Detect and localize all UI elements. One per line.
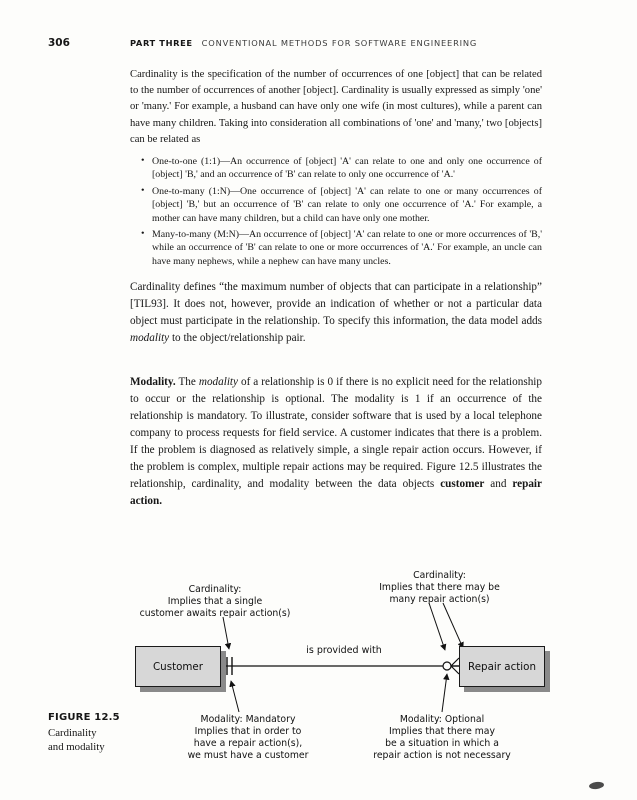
figure-caption: FIGURE 12.5 Cardinality and modality <box>48 712 128 754</box>
part-title: CONVENTIONAL METHODS FOR SOFTWARE ENGINE… <box>201 38 478 48</box>
entity-customer: Customer <box>135 646 221 687</box>
running-header: 306 PART THREE CONVENTIONAL METHODS FOR … <box>48 37 597 49</box>
annotation-cardinality-many: Cardinality: Implies that there may be m… <box>379 570 500 606</box>
list-item-text: One-to-one (1:1)—An occurrence of [objec… <box>152 156 542 181</box>
list-item-many-to-many: • Many-to-many (M:N)—An occurrence of [o… <box>130 228 542 268</box>
list-item-text: One-to-many (1:N)—One occurrence of [obj… <box>152 185 542 224</box>
bullet-marker: • <box>141 155 145 167</box>
text-run: Cardinality defines “the maximum number … <box>130 281 542 328</box>
text-run-bold-repair-action: repair action. <box>130 478 542 508</box>
bullet-marker: • <box>141 228 145 240</box>
text-run-italic: modality <box>130 332 170 345</box>
modality-run-in-heading: Modality. <box>130 376 176 389</box>
bullet-marker: • <box>141 184 145 196</box>
annotation-arrow-cardinality-single <box>222 616 232 650</box>
list-item-text: Many-to-many (M:N)—An occurrence of [obj… <box>152 229 542 267</box>
paragraph-cardinality-intro: Cardinality is the specification of the … <box>130 69 542 145</box>
annotation-cardinality-single: Cardinality: Implies that a single custo… <box>139 584 291 620</box>
text-run: The <box>175 376 199 389</box>
list-item-one-to-one: • One-to-one (1:1)—An occurrence of [obj… <box>130 155 542 182</box>
part-label: PART THREE <box>130 38 193 48</box>
optional-circle-icon <box>442 661 452 671</box>
figure-caption-label: FIGURE 12.5 <box>48 712 120 723</box>
annotation-arrow-modality-optional <box>441 673 450 713</box>
text-run: to the object/relationship pair. <box>169 332 306 345</box>
paragraph-modality: Modality. The modality of a relationship… <box>130 374 542 510</box>
text-run-italic: modality <box>198 376 239 389</box>
list-item-one-to-many: • One-to-many (1:N)—One occurrence of [o… <box>130 185 542 225</box>
entity-repair-action: Repair action <box>459 646 545 687</box>
text-run: and <box>484 478 513 491</box>
annotation-modality-mandatory: Modality: Mandatory Implies that in orde… <box>187 714 309 762</box>
annotation-modality-optional: Modality: Optional Implies that there ma… <box>373 714 511 762</box>
annotation-arrow-cardinality-many-left <box>428 602 447 651</box>
text-run-bold-customer: customer <box>440 478 485 491</box>
figure-caption-text: Cardinality and modality <box>48 727 105 753</box>
text-run: of a relationship is 0 if there is no ex… <box>130 376 542 491</box>
paragraph-cardinality-definition: Cardinality defines “the maximum number … <box>130 279 542 347</box>
annotation-arrow-cardinality-many-right <box>442 602 464 649</box>
relationship-label: is provided with <box>306 645 382 656</box>
annotation-arrow-modality-mandatory <box>229 680 240 713</box>
page-number: 306 <box>48 37 70 49</box>
crow-foot-icon <box>450 657 460 675</box>
cardinality-types-list: • One-to-one (1:1)—An occurrence of [obj… <box>130 155 542 268</box>
body-text-column: Cardinality is the specification of the … <box>130 67 542 510</box>
